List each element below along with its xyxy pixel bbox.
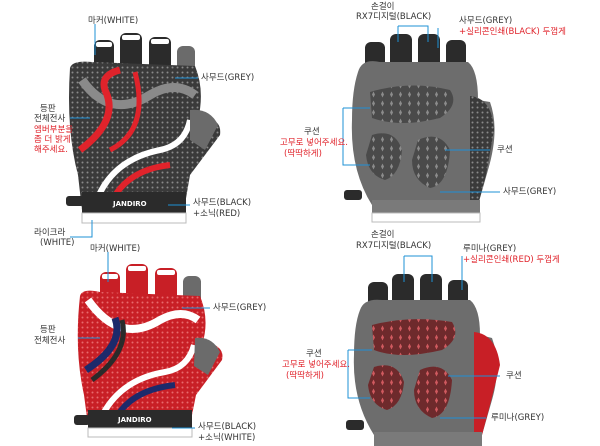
br-cushion-label-1: 쿠션 — [306, 349, 322, 359]
br-cushion-label-3: (딱딱하게) — [286, 371, 324, 381]
br-lumina-label-2: +실리콘인쇄(RED) 두껍게 — [463, 255, 560, 265]
bl-back-label-1: 등판 — [40, 325, 56, 335]
tl-cuff-label-1: 사무드(BLACK) — [193, 198, 252, 208]
tr-cushion-right-label: 쿠션 — [497, 145, 513, 155]
tl-back-label-2: 전체전사 — [34, 114, 66, 124]
tr-cushion-label-2: 고무로 넣어주세요. — [280, 138, 348, 148]
logo-top-left: JANDIRO — [113, 200, 147, 208]
tl-back-note-1: 엠버부분을 — [34, 125, 74, 135]
br-cushion-right-label: 쿠션 — [506, 371, 522, 381]
tr-suede-label-2: +실리콘인쇄(BLACK) 두껍게 — [459, 27, 566, 37]
tl-suede-label: 사무드(GREY) — [201, 73, 255, 83]
bl-suede-label: 사무드(GREY) — [213, 303, 267, 313]
tl-back-note-2: 좀 더 밝게 — [34, 135, 71, 145]
tl-lycra-label-1: 라이크라 — [34, 228, 66, 238]
glove-top-left — [66, 33, 221, 224]
glove-top-right — [344, 34, 495, 223]
tl-back-note-3: 해주세요. — [34, 145, 68, 155]
tr-cushion-label-3: (딱딱하게) — [284, 149, 322, 159]
tr-bottom-label: 사무드(GREY) — [503, 187, 557, 197]
logo-bottom-left: JANDIRO — [118, 416, 152, 424]
br-finger-label-1: 손걸이 — [371, 230, 395, 240]
glove-bottom-left — [74, 264, 223, 438]
tr-suede-label-1: 사무드(GREY) — [459, 16, 513, 26]
tr-finger-label-1: 손걸이 — [371, 2, 395, 12]
tl-back-label-1: 등판 — [40, 104, 56, 114]
br-finger-label-2: RX7디지털(BLACK) — [356, 241, 432, 251]
tl-lycra-label-2: (WHITE) — [40, 238, 75, 248]
br-cushion-label-2: 고무로 넣어주세요. — [282, 360, 350, 370]
bl-cuff-label-1: 사무드(BLACK) — [198, 422, 257, 432]
tl-cuff-label-2: +소닉(RED) — [193, 209, 241, 219]
tr-cushion-label-1: 쿠션 — [304, 127, 320, 137]
br-bottom-label: 루미나(GREY) — [491, 413, 545, 423]
glove-bottom-right — [346, 274, 500, 446]
bl-marker-label: 마커(WHITE) — [90, 244, 141, 254]
bl-back-label-2: 전체전사 — [34, 336, 66, 346]
tl-marker-label: 마커(WHITE) — [88, 16, 139, 26]
bl-cuff-label-2: +소닉(WHITE) — [198, 433, 256, 443]
tr-finger-label-2: RX7디지털(BLACK) — [356, 12, 432, 22]
br-lumina-label-1: 루미나(GREY) — [463, 244, 517, 254]
